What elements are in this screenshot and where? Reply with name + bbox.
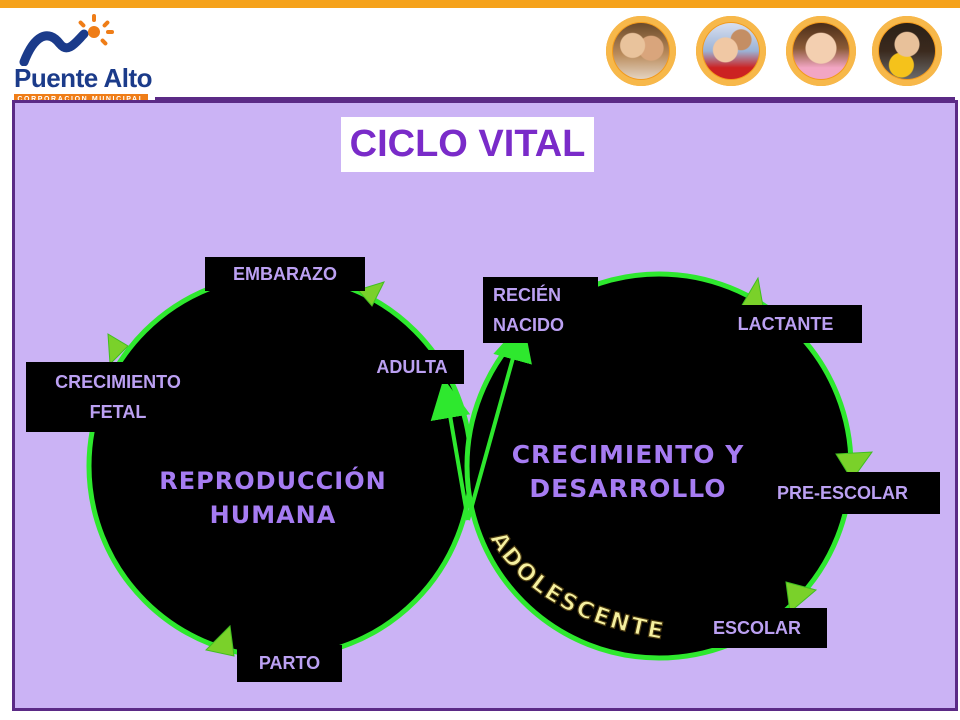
stage-lactante: LACTANTE bbox=[709, 305, 862, 343]
logo-subtitle: CORPORACION MUNICIPAL bbox=[14, 94, 148, 105]
to-adulta-arrow bbox=[430, 378, 471, 521]
header-divider bbox=[155, 97, 955, 100]
cycle-arrow-icon bbox=[204, 624, 235, 657]
stage-pre-escolar: PRE-ESCOLAR bbox=[745, 472, 940, 514]
cycle-arrow-icon bbox=[835, 451, 874, 481]
stage-recien-nacido: RECIÉN NACIDO bbox=[483, 277, 598, 343]
top-accent-bar bbox=[0, 0, 960, 8]
logo-name: Puente Alto bbox=[14, 63, 152, 93]
puente-alto-logo: Puente Alto CORPORACION MUNICIPAL bbox=[10, 14, 152, 105]
children-photo-icon bbox=[606, 16, 676, 86]
stage-adulta: ADULTA bbox=[360, 350, 464, 384]
stage-crecimiento-fetal: CRECIMIENTO FETAL bbox=[26, 362, 210, 432]
stage-parto: PARTO bbox=[237, 645, 342, 682]
left-cycle-title: REPRODUCCIÓN HUMANA bbox=[159, 467, 387, 529]
stage-embarazo: EMBARAZO bbox=[205, 257, 365, 291]
baby-photo-icon bbox=[696, 16, 766, 86]
page-title: CICLO VITAL bbox=[341, 117, 594, 172]
student-photo-icon bbox=[872, 16, 942, 86]
girl-photo-icon bbox=[786, 16, 856, 86]
to-recien-nacido-arrow bbox=[466, 320, 532, 521]
sun-mountain-logo-icon bbox=[19, 14, 114, 67]
stage-escolar: ESCOLAR bbox=[687, 608, 827, 648]
cycle-arrow-icon bbox=[785, 581, 818, 613]
right-cycle-title: CRECIMIENTO Y DESARROLLO bbox=[511, 440, 745, 503]
cycle-arrow-icon bbox=[107, 333, 129, 366]
